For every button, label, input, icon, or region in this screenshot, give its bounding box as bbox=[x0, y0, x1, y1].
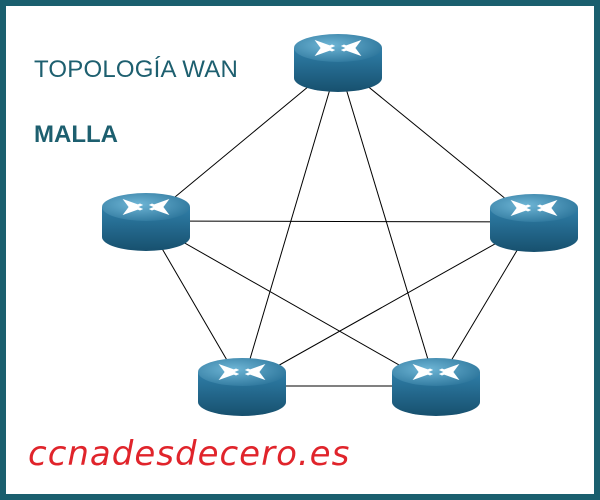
diagram-title: TOPOLOGÍA WAN bbox=[34, 56, 238, 83]
diagram-subtitle: MALLA bbox=[34, 121, 118, 148]
router-icon bbox=[197, 357, 287, 417]
router-icon bbox=[293, 33, 383, 93]
brand-logo-text: ccnadesdecero.es bbox=[28, 434, 351, 474]
router-icon bbox=[489, 193, 579, 253]
router-right bbox=[489, 193, 579, 253]
mesh-topology-diagram bbox=[101, 33, 579, 417]
router-left bbox=[101, 192, 191, 252]
link-top-bottom-right bbox=[337, 61, 437, 387]
router-top bbox=[293, 33, 383, 93]
link-left-bottom-right bbox=[145, 220, 437, 387]
router-bottom-left bbox=[197, 357, 287, 417]
link-left-right bbox=[145, 220, 535, 223]
router-bottom-right bbox=[391, 357, 481, 417]
link-top-bottom-left bbox=[241, 61, 339, 387]
link-top-right bbox=[337, 61, 535, 223]
diagram-frame: TOPOLOGÍA WAN MALLA bbox=[6, 6, 594, 494]
router-icon bbox=[391, 357, 481, 417]
link-top-left bbox=[145, 61, 339, 222]
router-icon bbox=[101, 192, 191, 252]
link-right-bottom-left bbox=[241, 221, 535, 387]
